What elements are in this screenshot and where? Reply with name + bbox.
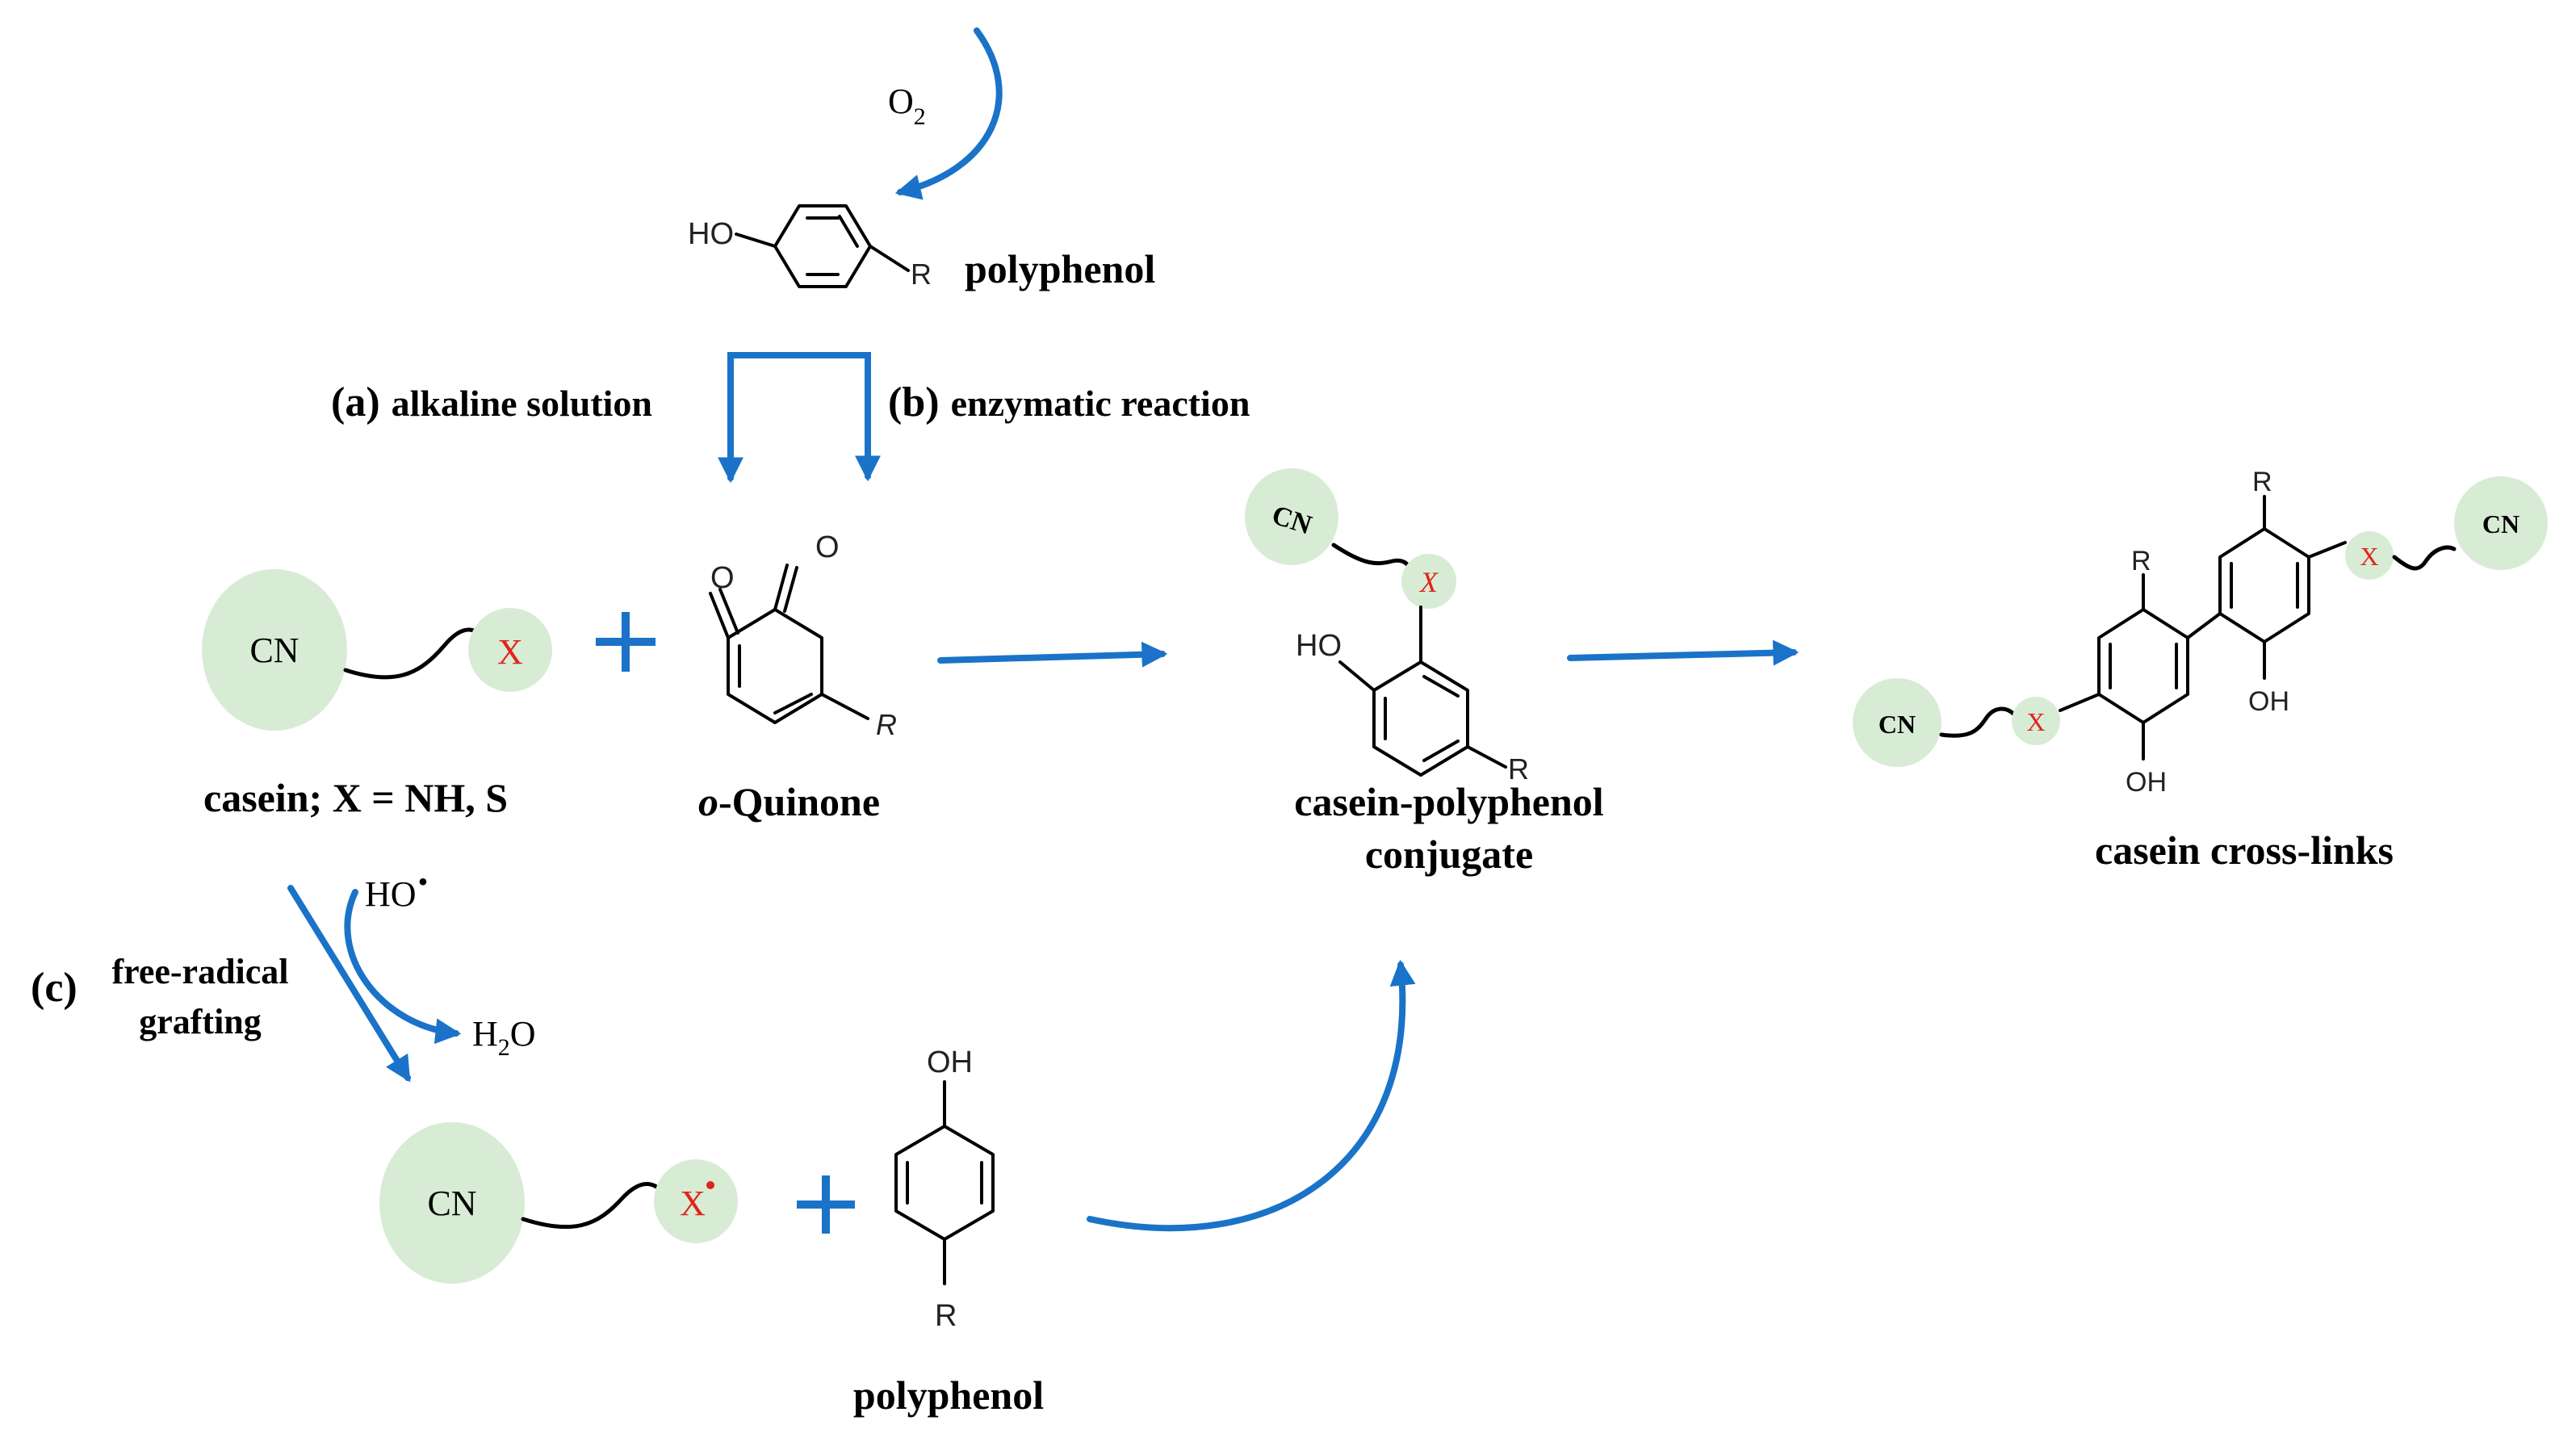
svg-text:R: R: [2131, 546, 2151, 576]
hydroxyl-radical-label: HO•: [365, 865, 428, 914]
svg-text:O: O: [710, 561, 735, 595]
casein-label: casein; X = NH, S: [203, 775, 508, 820]
svg-text:X: X: [1418, 566, 1439, 598]
svg-text:OH: OH: [2126, 767, 2167, 798]
route-c-text-line2: grafting: [139, 1002, 262, 1041]
svg-text:HO: HO: [1296, 629, 1342, 663]
o-quinone-structure: O O R: [709, 530, 897, 741]
route-bracket-arrows: [727, 352, 881, 482]
svg-text:X: X: [680, 1184, 706, 1223]
svg-text:R: R: [2252, 467, 2272, 497]
polyphenol-top-structure: HO R: [688, 204, 932, 291]
svg-text:R: R: [1508, 752, 1529, 786]
svg-text:X: X: [497, 632, 523, 672]
crosslinks-structure: CN X R OH R OH X CN: [1853, 467, 2548, 798]
oxygen-label: O2: [888, 82, 926, 130]
svg-text:CN: CN: [1879, 710, 1916, 739]
svg-text:R: R: [876, 708, 897, 741]
route-b-label: (b)enzymatic reaction: [888, 379, 1250, 425]
polyphenol-bottom-label: polyphenol: [853, 1372, 1044, 1418]
plus-sign-2: [797, 1175, 855, 1234]
svg-text:CN: CN: [427, 1184, 476, 1223]
route-c-text-line1: free-radical: [111, 952, 288, 991]
svg-text:R: R: [935, 1299, 957, 1333]
water-label: H2O: [472, 1014, 536, 1061]
grafting-to-conjugate-arrow: [1087, 959, 1416, 1232]
svg-text:X: X: [2026, 707, 2045, 736]
polyphenol-top-label: polyphenol: [965, 246, 1155, 291]
reaction-arrow-1: [937, 641, 1168, 668]
radical-arrow-curve: [344, 889, 462, 1045]
casein-radical-structure: CN X: [379, 1122, 738, 1284]
plus-sign-1: [596, 612, 656, 672]
svg-text:OH: OH: [927, 1045, 973, 1079]
conjugate-label-line2: conjugate: [1365, 832, 1533, 877]
o-quinone-label: o-Quinone: [698, 779, 880, 824]
polyphenol-bottom-structure: OH R: [894, 1045, 995, 1333]
svg-text:CN: CN: [249, 631, 299, 670]
svg-text:HO: HO: [688, 217, 734, 251]
radical-arrow-straight: [287, 885, 411, 1083]
route-c-label: (c): [31, 965, 77, 1011]
svg-text:CN: CN: [2482, 509, 2519, 538]
crosslinks-label: casein cross-links: [2095, 828, 2394, 873]
route-a-label: (a)alkaline solution: [331, 379, 652, 425]
conjugate-structure: CN X HO R: [1245, 468, 1529, 786]
svg-text:R: R: [911, 258, 932, 291]
conjugate-label-line1: casein-polyphenol: [1294, 779, 1604, 824]
svg-text:X: X: [2360, 542, 2378, 571]
casein-structure: CN X: [202, 569, 552, 731]
reaction-arrow-2: [1567, 639, 1799, 666]
svg-text:O: O: [815, 530, 840, 564]
oxygen-arrow: [894, 27, 1003, 200]
svg-text:OH: OH: [2248, 686, 2289, 717]
